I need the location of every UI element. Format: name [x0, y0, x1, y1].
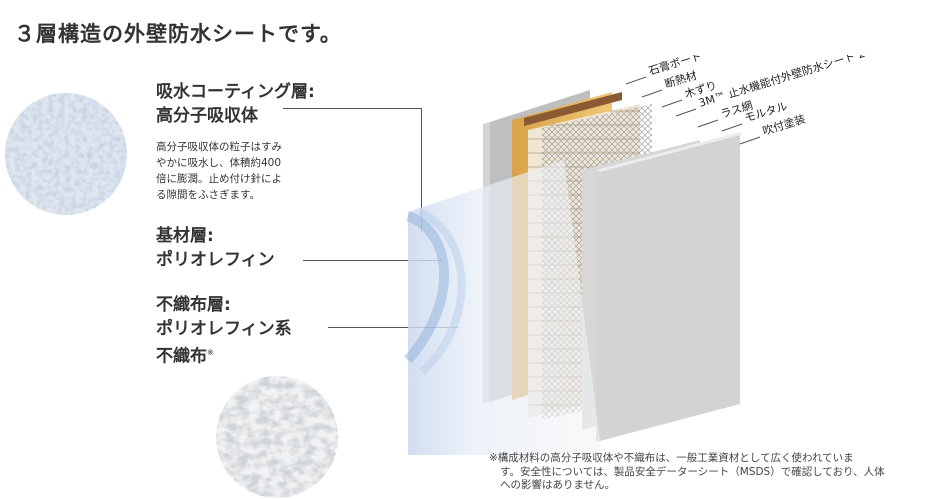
footnote-line: への影響はありません。 — [500, 479, 616, 491]
nonwoven-layer-heading: 不織布層: ポリオレフィン系 不織布※ — [156, 293, 292, 369]
footnote-mark: ※ — [207, 348, 214, 357]
spray-finish-shape — [596, 132, 740, 442]
absorbent-layer-material: 高分子吸収体 — [156, 106, 258, 126]
page-title: ３層構造の外壁防水シートです。 — [14, 22, 342, 46]
absorbent-leader-line-vertical — [421, 108, 422, 233]
nonwoven-layer-material: ポリオレフィン系 — [156, 319, 292, 339]
absorbent-desc-line: 高分子吸収体の粒子はすみ — [156, 141, 282, 153]
label-product-sheet: 3M™ 止水機能付外壁防水シート 2407 — [697, 55, 887, 110]
absorbent-leader-line — [283, 108, 421, 109]
absorbent-texture-image — [5, 93, 127, 215]
nonwoven-layer-material-suffix: 不織布※ — [156, 346, 214, 367]
footnote-line: す。安全性については、製品安全データーシート（MSDS）で確認しており、人体 — [500, 465, 885, 478]
absorbent-layer-description: 高分子吸収体の粒子はすみ やかに吸水し、体積約400 倍に膨潤。止め付け針によ … — [156, 139, 282, 203]
absorbent-layer-heading: 吸水コーティング層: 高分子吸収体 — [156, 80, 315, 128]
absorbent-desc-line: る隙間をふさぎます。 — [156, 189, 260, 201]
wall-cross-section-diagram: 石膏ボード 断熱材 木ずり 3M™ 止水機能付外壁防水シート 2407 ラス網 … — [404, 55, 887, 455]
nonwoven-texture-image — [216, 376, 338, 498]
footnote: ※構成材料の高分子吸収体や不織布は、一般工業資材として広く使われていま す。安全… — [489, 452, 941, 493]
base-layer-material: ポリオレフィン — [156, 250, 275, 270]
absorbent-desc-line: やかに吸水し、体積約400 — [156, 157, 282, 169]
wood-lath-shape — [524, 92, 622, 126]
nonwoven-layer-title: 不織布層: — [156, 295, 231, 315]
base-leader-line — [303, 260, 443, 261]
footnote-line: ※構成材料の高分子吸収体や不織布は、一般工業資材として広く使われていま — [489, 452, 854, 464]
absorbent-desc-line: 倍に膨潤。止め付け針によ — [156, 173, 282, 185]
base-layer-heading: 基材層: ポリオレフィン — [156, 224, 275, 272]
sheet-layers-shape — [408, 160, 602, 455]
absorbent-layer-title: 吸水コーティング層: — [156, 82, 315, 102]
nonwoven-leader-line — [328, 327, 458, 328]
base-layer-title: 基材層: — [156, 226, 214, 246]
